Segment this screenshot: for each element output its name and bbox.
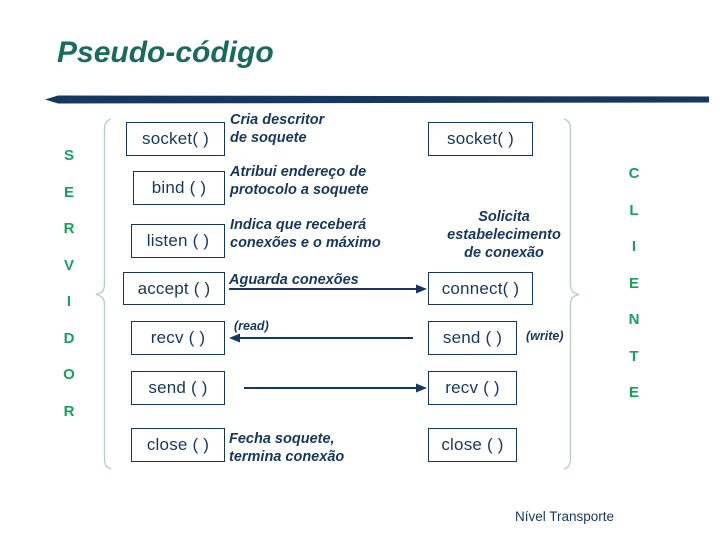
server-call-socket[interactable]: socket( ) [126,122,225,156]
client-letter: N [628,311,640,328]
note-server-accept: Aguarda conexões [229,272,359,288]
server-call-accept[interactable]: accept ( ) [123,272,225,305]
arrow-server-send-to-client-recv [243,381,428,400]
server-letter: D [63,329,75,347]
note-server-socket: Cria descritor de soquete [230,112,325,146]
server-call-close[interactable]: close ( ) [131,428,225,462]
server-letter: E [63,183,74,201]
server-side-label: S E R V I D O R [57,148,81,440]
client-call-socket[interactable]: socket( ) [428,122,533,156]
page-title: Pseudo-código [57,36,274,69]
server-call-bind[interactable]: bind ( ) [133,171,225,205]
client-letter: T [629,347,639,365]
client-letter: L [629,201,639,219]
client-group-brace [562,118,582,475]
server-group-brace [93,118,113,475]
server-letter: R [63,402,75,420]
client-call-connect[interactable]: connect( ) [428,272,533,305]
client-letter: E [628,274,639,292]
client-call-recv[interactable]: recv ( ) [428,371,517,405]
client-letter: E [628,384,639,401]
footer-caption: Nível Transporte [515,509,615,524]
note-server-listen: Indica que receberá conexões e o máximo [230,217,381,251]
server-call-send[interactable]: send ( ) [131,371,225,405]
note-client-connect: Solicita estabelecimento de conexão [447,209,561,261]
client-call-send[interactable]: send ( ) [428,321,517,355]
note-server-bind: Atribui endereço de protocolo a soquete [230,164,369,198]
server-letter: O [63,366,75,383]
client-call-close[interactable]: close ( ) [428,428,517,462]
server-call-recv[interactable]: recv ( ) [131,321,225,355]
client-side-label: C L I E N T E [622,166,646,422]
server-letter: I [66,293,72,310]
client-letter: C [628,165,640,182]
client-letter: I [631,238,637,255]
note-server-close: Fecha soquete, termina conexão [229,431,345,465]
server-letter: V [63,256,74,274]
server-call-listen[interactable]: listen ( ) [131,224,225,258]
arrow-client-send-to-server-recv [228,331,414,350]
note-client-send-write: (write) [526,329,564,343]
title-divider-rule [45,91,709,104]
server-letter: S [63,147,74,164]
server-letter: R [63,220,75,237]
note-server-recv-read: (read) [234,319,269,333]
arrow-accept-to-client [228,282,428,301]
